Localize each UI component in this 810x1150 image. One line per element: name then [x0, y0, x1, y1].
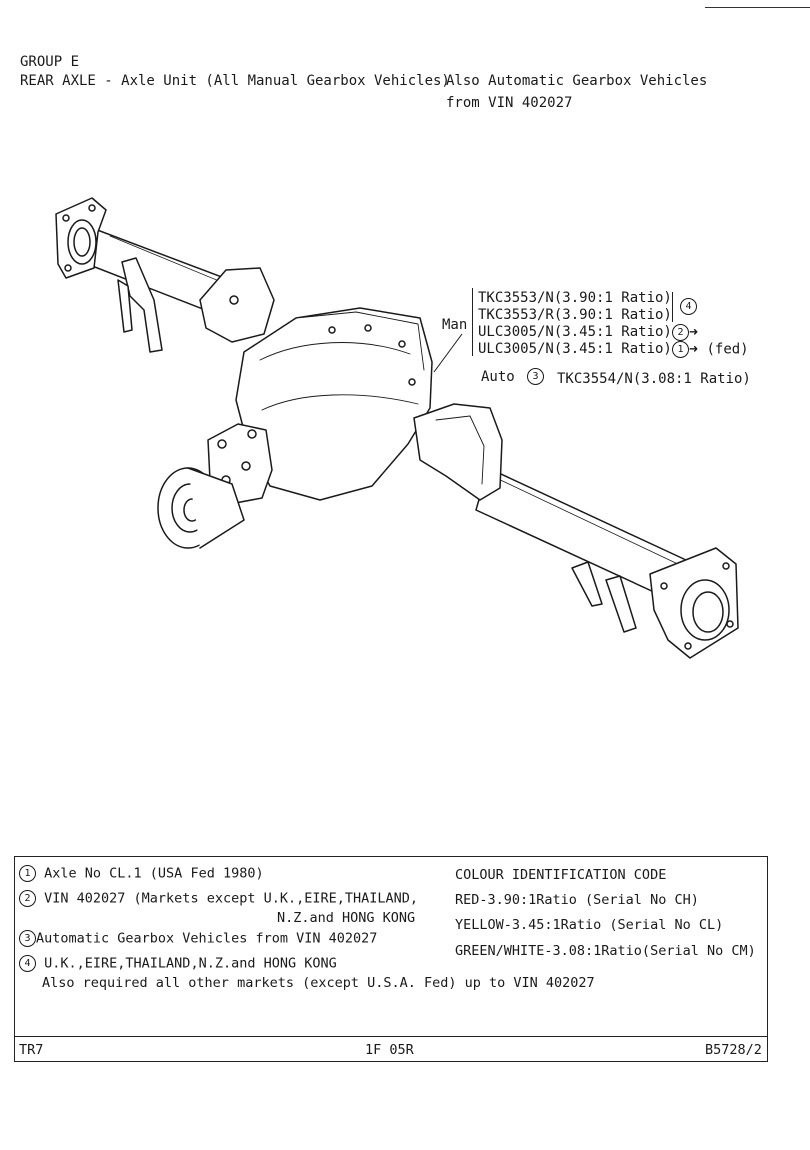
group-bracket — [672, 292, 673, 322]
marker-4-callout: 4 — [680, 298, 697, 316]
note-1: 1 Axle No CL.1 (USA Fed 1980) — [19, 865, 264, 883]
arrow-right-icon: ➜ — [689, 323, 699, 341]
top-rule — [705, 7, 810, 8]
part-line-3: ULC3005/N(3.45:1 Ratio) — [478, 324, 672, 340]
colour-code-green-white: GREEN/WHITE-3.08:1Ratio(Serial No CM) — [455, 943, 756, 959]
left-bracket — [199, 267, 275, 343]
circle-4-icon: 4 — [680, 298, 697, 315]
auto-marker: 3 — [527, 368, 544, 386]
part-line-1: TKC3553/N(3.90:1 Ratio) — [478, 290, 672, 306]
circle-2-icon: 2 — [19, 890, 36, 907]
arrow-right-icon: ➜ — [689, 340, 699, 358]
note-2-cont: N.Z.and HONG KONG — [277, 910, 416, 926]
page-title-from: from VIN 402027 — [446, 95, 573, 111]
auto-part: TKC3554/N(3.08:1 Ratio) — [557, 371, 751, 387]
note-4-text: U.K.,EIRE,THAILAND,N.Z.and HONG KONG — [44, 955, 337, 972]
circle-2-icon: 2 — [672, 324, 689, 341]
manual-label: Man — [442, 317, 468, 333]
circle-3-icon: 3 — [19, 930, 36, 947]
note-3-text: Automatic Gearbox Vehicles from VIN 4020… — [36, 930, 378, 947]
note-2: 2 VIN 402027 (Markets except U.K.,EIRE,T… — [19, 890, 418, 908]
page-title-also: Also Automatic Gearbox Vehicles — [446, 73, 708, 89]
colour-code-red: RED-3.90:1Ratio (Serial No CH) — [455, 892, 699, 908]
footer-drawing-number: B5728/2 — [705, 1042, 762, 1058]
page-title: REAR AXLE - Axle Unit (All Manual Gearbo… — [20, 73, 450, 89]
note-4-cont: Also required all other markets (except … — [42, 975, 595, 991]
footer-page-ref: 1F 05R — [365, 1042, 414, 1058]
manual-bracket — [472, 288, 473, 356]
circle-3-icon: 3 — [527, 368, 544, 385]
legend-box: 1 Axle No CL.1 (USA Fed 1980) 2 VIN 4020… — [14, 856, 768, 1062]
note-4: 4 U.K.,EIRE,THAILAND,N.Z.and HONG KONG — [19, 955, 337, 973]
marker-2-callout: 2➜ — [672, 324, 698, 342]
circle-1-icon: 1 — [19, 865, 36, 882]
part-line-4: ULC3005/N(3.45:1 Ratio) — [478, 341, 672, 357]
auto-label: Auto — [481, 369, 515, 385]
note-1-text: Axle No CL.1 (USA Fed 1980) — [44, 865, 264, 882]
circle-4-icon: 4 — [19, 955, 36, 972]
left-spring-perch — [121, 257, 163, 353]
right-spring-perch — [571, 561, 603, 607]
fed-suffix: (fed) — [706, 341, 749, 358]
circle-1-icon: 1 — [672, 341, 689, 358]
footer-model: TR7 — [19, 1042, 44, 1058]
colour-code-yellow: YELLOW-3.45:1Ratio (Serial No CL) — [455, 917, 724, 933]
note-2-text: VIN 402027 (Markets except U.K.,EIRE,THA… — [44, 890, 419, 907]
legend-footer-divider — [15, 1036, 767, 1037]
part-line-2: TKC3553/R(3.90:1 Ratio) — [478, 307, 672, 323]
colour-heading: COLOUR IDENTIFICATION CODE — [455, 867, 667, 883]
marker-1-callout: 1➜ (fed) — [672, 341, 749, 359]
group-label: GROUP E — [20, 54, 80, 70]
